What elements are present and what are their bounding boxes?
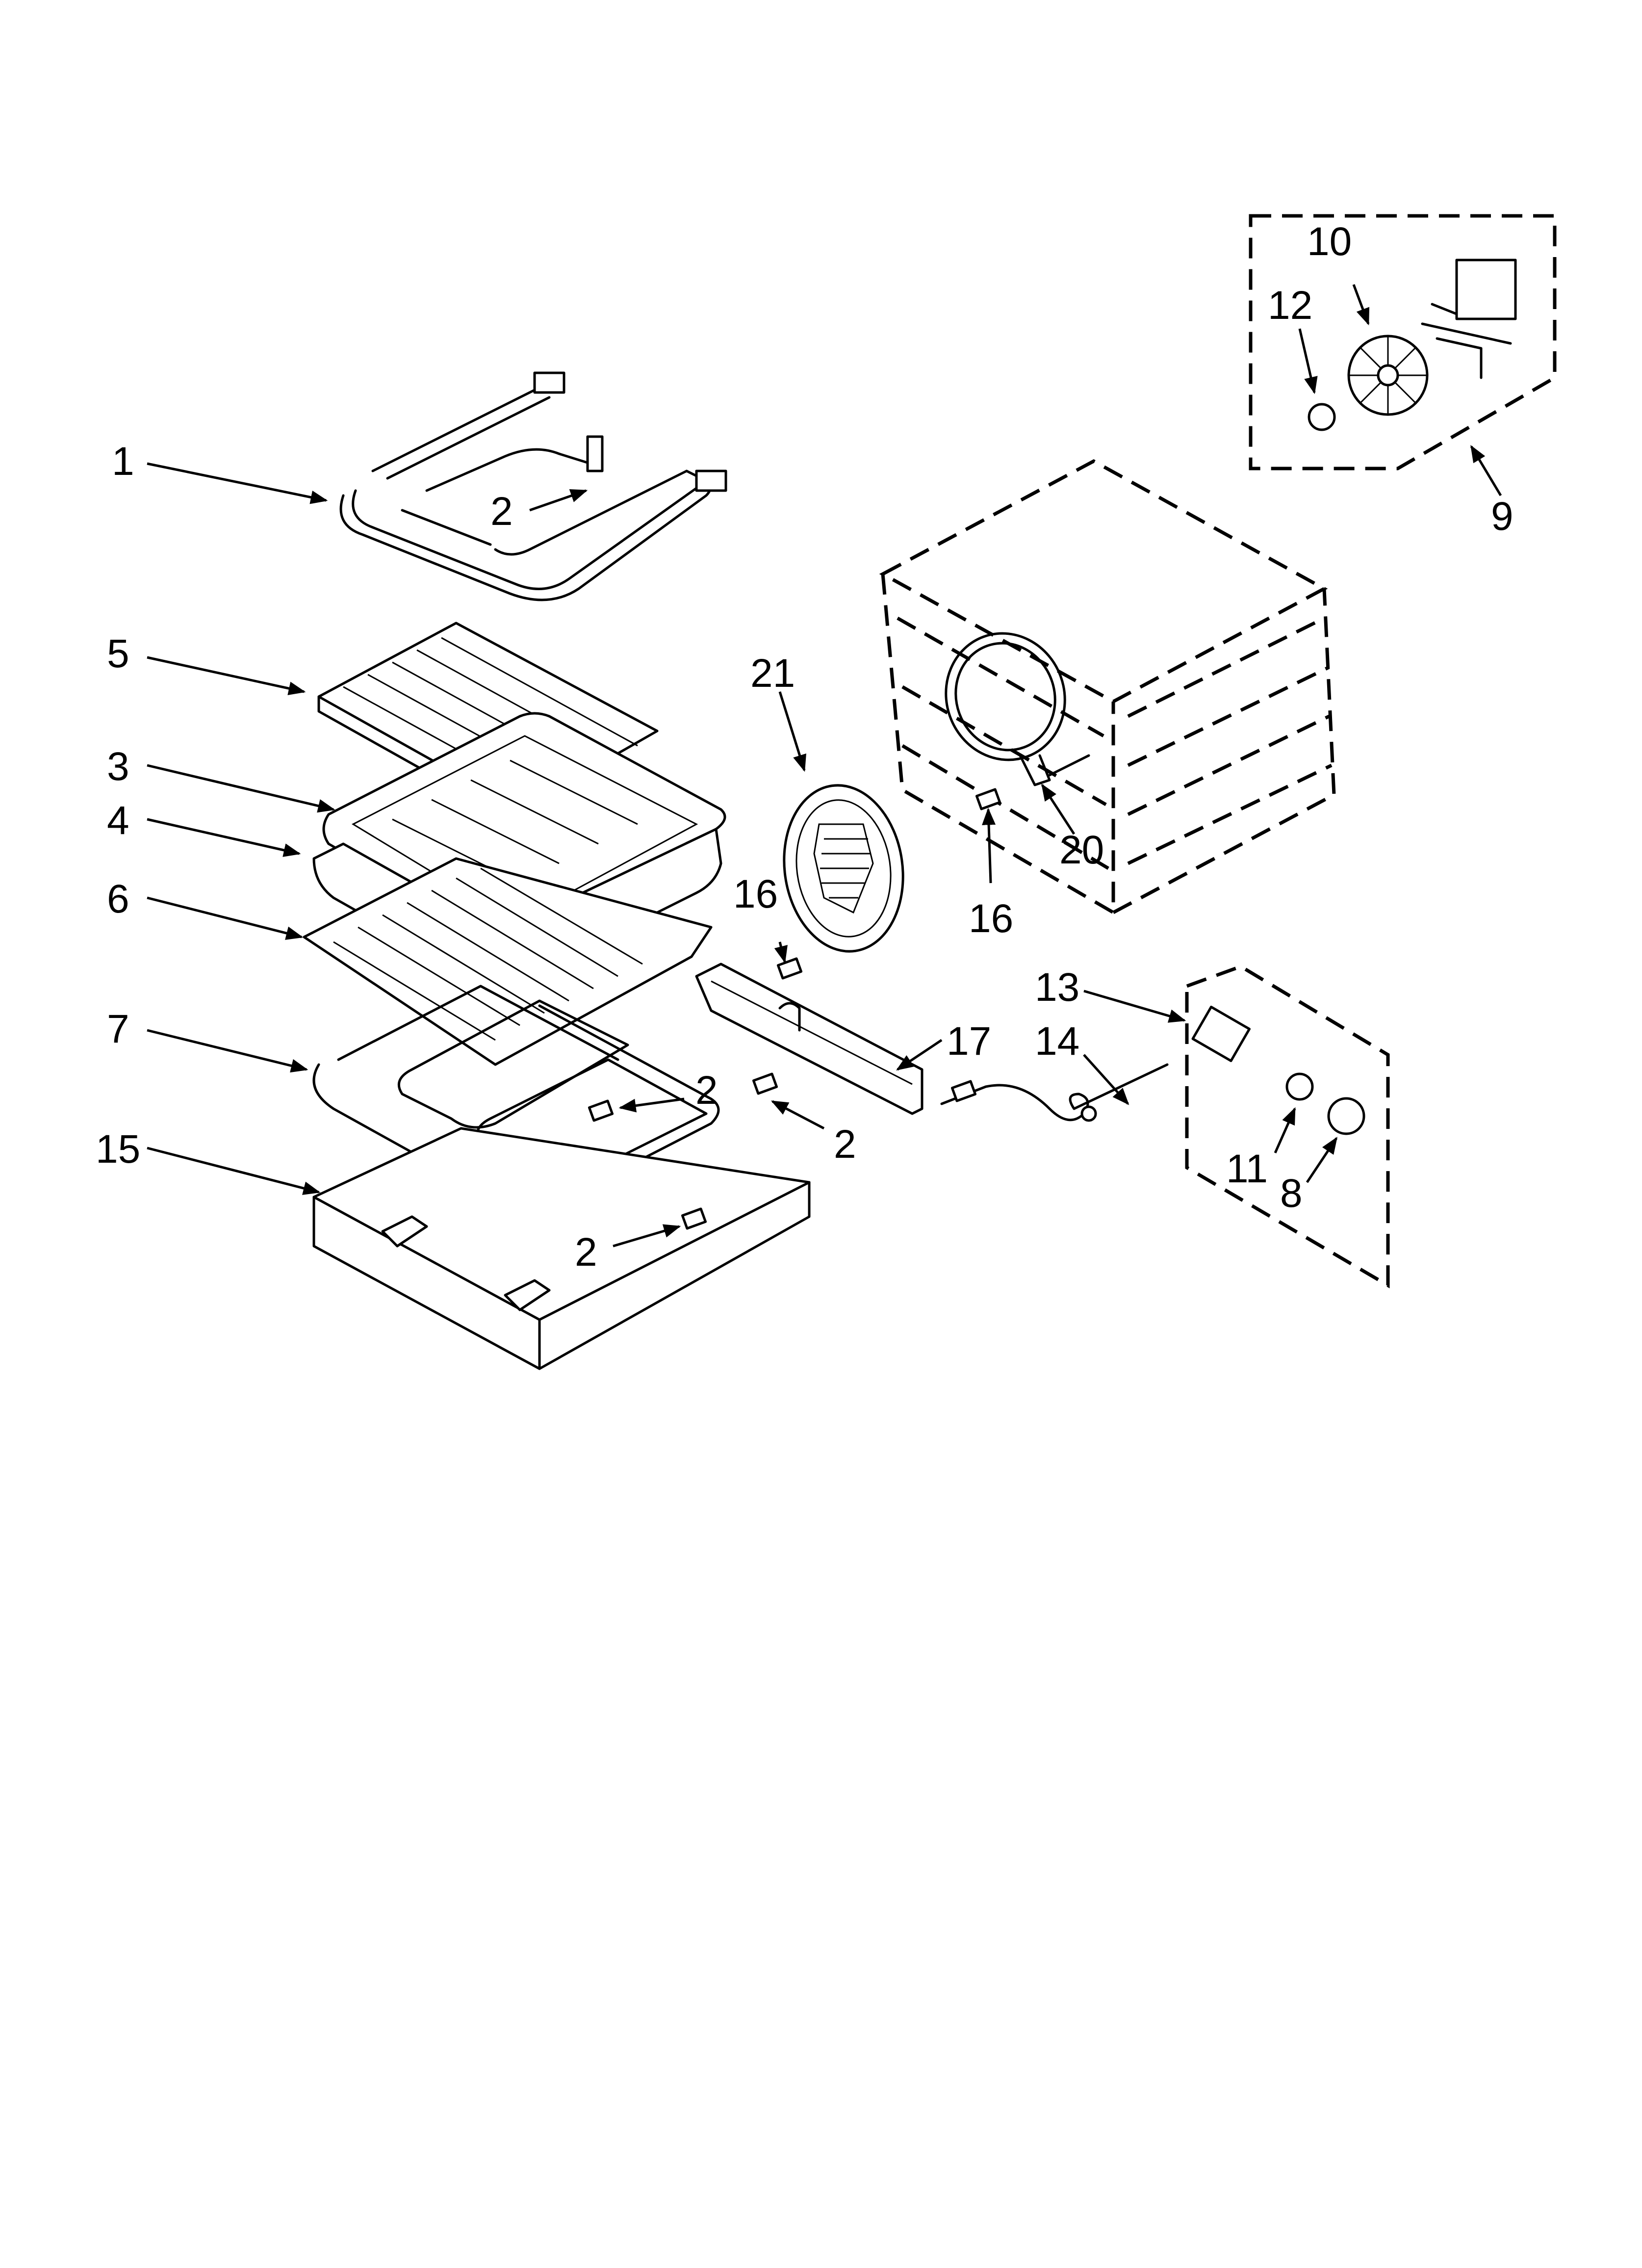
light-assembly-group xyxy=(1185,965,1390,1289)
callout-9: 9 xyxy=(1491,494,1514,539)
callout-7: 7 xyxy=(107,1007,129,1051)
callout-10: 10 xyxy=(1307,219,1352,264)
callout-21: 21 xyxy=(750,651,795,696)
baffle-21 xyxy=(783,784,904,953)
convection-motor-group xyxy=(1249,214,1557,470)
bake-element xyxy=(339,371,727,601)
bracket-17 xyxy=(695,963,924,1115)
callout-6: 6 xyxy=(107,877,129,921)
callout-12: 12 xyxy=(1268,283,1312,328)
callout-15: 15 xyxy=(96,1127,140,1172)
callout-20: 20 xyxy=(1059,828,1104,872)
oven-rack-6 xyxy=(303,857,713,1066)
callout-8: 8 xyxy=(1280,1171,1303,1216)
callout-3: 3 xyxy=(107,744,129,789)
probe-14 xyxy=(940,1063,1169,1122)
callout-4: 4 xyxy=(107,798,129,843)
convection-element-20 xyxy=(945,632,1090,786)
callout-14: 14 xyxy=(1035,1019,1079,1064)
screw-icon xyxy=(588,788,1001,1230)
callout-11: 11 xyxy=(1226,1147,1268,1191)
callout-17: 17 xyxy=(947,1019,991,1064)
callout-16b: 16 xyxy=(969,896,1013,941)
callout-2b: 2 xyxy=(695,1068,718,1113)
callout-13: 13 xyxy=(1035,965,1079,1010)
leader-lines xyxy=(147,284,1502,1248)
callout-labels: 1 2 5 3 4 6 7 15 2 2 2 16 16 21 20 17 13… xyxy=(96,219,1514,1275)
callout-2a: 2 xyxy=(490,489,513,534)
callout-2c: 2 xyxy=(834,1122,856,1167)
callout-16a: 16 xyxy=(733,872,778,916)
callout-1: 1 xyxy=(112,439,134,484)
callout-2d: 2 xyxy=(575,1230,597,1275)
oven-cavity xyxy=(879,459,1336,916)
callout-5: 5 xyxy=(107,631,129,676)
tray-15 xyxy=(312,1127,811,1370)
